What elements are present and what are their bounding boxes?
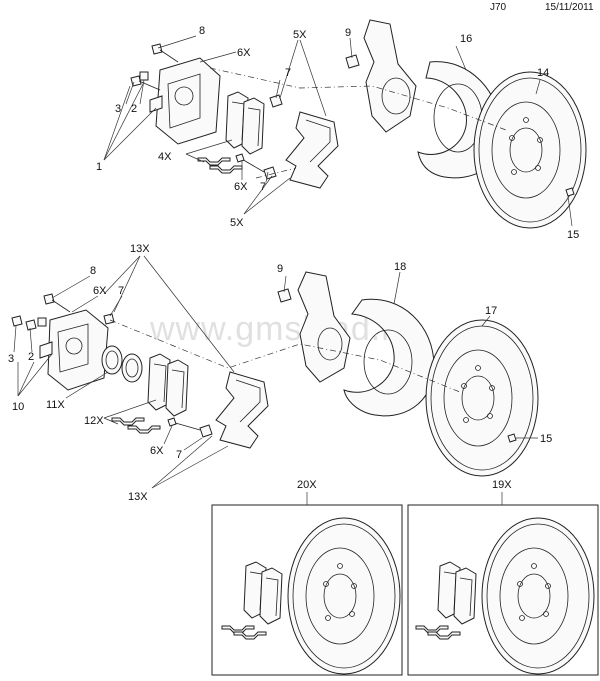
top-leaders (103, 35, 573, 227)
callout-11x: 11X (46, 399, 65, 411)
top-caliper (149, 57, 221, 145)
diagram-date: 15/11/2011 (545, 2, 594, 13)
callout-13x-lower: 13X (128, 491, 148, 503)
top-disc-screw (565, 187, 575, 197)
callout-10: 10 (12, 401, 24, 413)
callout-18: 18 (394, 261, 406, 273)
callout-8: 8 (199, 25, 205, 37)
callout-4x: 4X (158, 151, 172, 163)
callout-9-bottom: 9 (277, 263, 283, 275)
diagram-code: J70 (490, 2, 507, 13)
bottom-caliper (39, 309, 109, 391)
callout-5x: 5X (293, 29, 307, 41)
bottom-axis-line (109, 319, 461, 393)
callout-6x: 6X (237, 47, 251, 59)
callout-3: 3 (115, 103, 121, 115)
callout-1: 1 (96, 161, 102, 173)
callout-12x: 12X (84, 415, 104, 427)
callout-2: 2 (131, 103, 137, 115)
callout-20x: 20X (297, 479, 317, 491)
callout-5x-lower: 5X (230, 217, 244, 229)
callout-7-lower: 7 (260, 181, 266, 193)
callout-17: 17 (485, 305, 497, 317)
callout-19x: 19X (492, 479, 512, 491)
bottom-pads (147, 353, 189, 417)
callout-6x-bottom: 6X (93, 285, 107, 297)
bottom-disc (425, 319, 539, 477)
callout-16: 16 (460, 33, 472, 45)
bottom-clips (111, 417, 161, 434)
callout-15-bottom: 15 (540, 433, 552, 445)
bottom-leaders (13, 255, 538, 489)
bottom-bracket (215, 371, 269, 449)
callout-15: 15 (567, 229, 579, 241)
callout-14: 14 (537, 67, 549, 79)
top-bracket (285, 111, 339, 189)
top-bolts (130, 43, 283, 180)
top-knuckle (345, 19, 417, 133)
top-axis-line (209, 67, 507, 131)
callout-6x-lower: 6X (234, 181, 248, 193)
callout-6x-bottom-lower: 6X (150, 445, 164, 457)
top-pads (225, 91, 265, 155)
bottom-disc-screw (507, 433, 517, 443)
callout-7-bottom-lower: 7 (176, 449, 182, 461)
callout-8-bottom: 8 (90, 265, 96, 277)
bottom-splash-shield (343, 298, 435, 417)
callout-7-bottom: 7 (118, 285, 124, 297)
bottom-piston-seal (101, 345, 143, 383)
callout-2-bottom: 2 (28, 351, 34, 363)
bottom-bolts (11, 293, 213, 438)
top-clips (197, 157, 243, 174)
callout-7: 7 (285, 67, 291, 79)
callout-13x: 13X (130, 243, 150, 255)
callout-9: 9 (345, 27, 351, 39)
callout-3-bottom: 3 (8, 353, 14, 365)
bottom-knuckle (277, 271, 351, 383)
